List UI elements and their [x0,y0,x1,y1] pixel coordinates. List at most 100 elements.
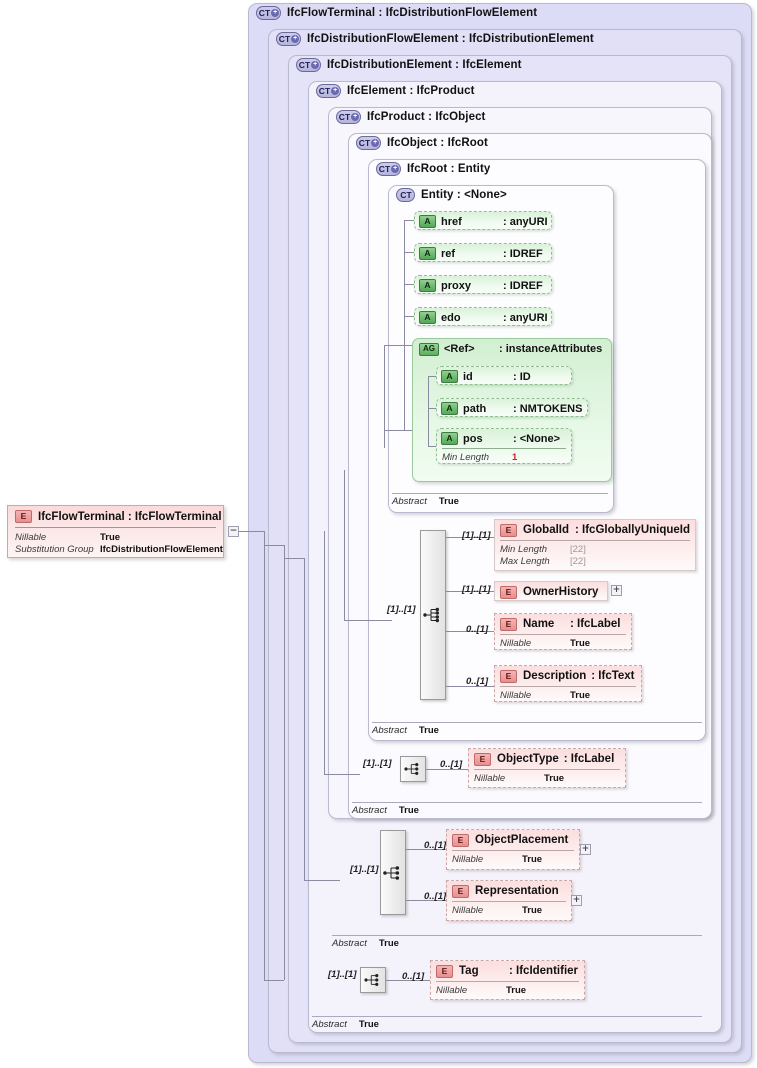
abstract-key: Abstract [312,1019,347,1030]
connector [446,537,494,538]
element-icon: E [474,752,491,766]
container-title: IfcDistributionFlowElement : IfcDistribu… [307,33,594,45]
connector [344,620,392,621]
facet-list: Nillable True Substitution Group IfcDist… [15,527,223,557]
connector [446,631,494,632]
connector [404,430,414,431]
expand-button-objectplacement[interactable]: + [580,844,591,855]
sequence-icon [383,865,400,880]
attribute-ref[interactable]: A ref : IDREF [414,243,552,262]
facet-list: Nillable True [500,686,636,703]
container-heading-ifcproduct[interactable]: CT+ IfcProduct : IfcObject [336,110,486,124]
attribute-type: : anyURI [503,311,548,324]
collapse-button-root[interactable]: − [228,526,239,537]
connector [284,545,285,980]
element-icon: E [500,669,517,683]
container-heading-ifcflowterminal[interactable]: CT+ IfcFlowTerminal : IfcDistributionFlo… [256,6,537,20]
element-name-label: Name [523,618,555,630]
container-heading-ifcdistributionflowelement[interactable]: CT+ IfcDistributionFlowElement : IfcDist… [276,32,594,46]
expand-button-representation[interactable]: + [571,895,582,906]
occurrence-label-objectplacement: 0..[1] [424,840,447,851]
connector [304,880,340,881]
connector [284,558,304,559]
sequence-compositor-ifcproduct[interactable] [380,830,406,915]
attribute-proxy[interactable]: A proxy : IDREF [414,275,552,294]
attribute-href[interactable]: A href : anyURI [414,211,552,230]
facet-row: Min Length [22] [500,543,690,555]
attribute-name: pos [463,432,483,445]
container-title: IfcProduct : IfcObject [367,111,486,123]
facet-value: True [522,904,543,916]
element-objectplacement[interactable]: E ObjectPlacement Nillable True [446,829,580,870]
expand-button-ownerhistory[interactable]: + [611,585,622,596]
facet-value: True [570,637,591,649]
attribute-pos[interactable]: A pos : <None> Min Length 1 [436,428,572,464]
complextype-expand-icon[interactable]: CT+ [376,162,401,176]
facet-key: Nillable [500,689,532,701]
sequence-compositor-ifcobject[interactable] [400,756,426,782]
complextype-expand-icon[interactable]: CT+ [316,84,341,98]
facet-row: Max Length [22] [500,555,690,567]
element-name: Representation [475,885,559,897]
element-representation[interactable]: E Representation Nillable True [446,880,572,921]
facet-key: Nillable [452,904,484,916]
container-title: IfcElement : IfcProduct [347,85,475,97]
occurrence-label-ifcelement-sequence: [1]..[1] [328,969,357,980]
connector [404,220,414,221]
connector [404,252,414,253]
complextype-expand-icon[interactable]: CT+ [276,32,301,46]
container-heading-ifcelement[interactable]: CT+ IfcElement : IfcProduct [316,84,475,98]
element-name: GlobalId [523,524,569,536]
attribute-edo[interactable]: A edo : anyURI [414,307,552,326]
connector [404,220,405,430]
container-heading-ifcobject[interactable]: CT+ IfcObject : IfcRoot [356,136,488,150]
facet-key: Nillable [474,772,506,784]
element-tag[interactable]: E Tag : IfcIdentifier Nillable True [430,960,585,1000]
root-element-title: IfcFlowTerminal : IfcFlowTerminal [38,510,222,523]
abstract-key: Abstract [392,496,427,507]
connector [384,430,404,431]
container-title: IfcRoot : Entity [407,163,491,175]
facet-value: 1 [512,451,518,463]
facet-key: Min Length [500,543,548,555]
complextype-expand-icon[interactable]: CT+ [256,6,281,20]
element-ownerhistory[interactable]: E OwnerHistory [494,581,608,601]
complextype-expand-icon[interactable]: CT+ [336,110,361,124]
container-heading-entity[interactable]: CT Entity : <None> [396,188,507,202]
element-icon: E [500,585,517,599]
facet-key: Nillable [436,984,468,996]
complextype-icon[interactable]: CT [396,188,415,202]
occurrence-label-ifcproduct-sequence: [1]..[1] [350,864,379,875]
sequence-compositor-ifcroot[interactable] [420,530,446,700]
attribute-path[interactable]: A path : NMTOKENS [436,398,588,417]
complextype-expand-icon[interactable]: CT+ [296,58,321,72]
attribute-group-icon: AG [419,342,439,356]
attribute-name: ref [441,247,456,260]
attribute-type: : <None> [513,432,561,445]
element-name: Tag [459,965,479,977]
attribute-id[interactable]: A id : ID [436,366,572,385]
connector [428,376,436,377]
element-icon: E [500,523,517,537]
element-icon: E [452,884,469,898]
abstract-key: Abstract [372,725,407,736]
connector [406,900,446,901]
element-objecttype[interactable]: E ObjectType : IfcLabel Nillable True [468,748,626,788]
facet-row: Nillable True [452,904,566,916]
facet-row: Substitution Group IfcDistributionFlowEl… [15,543,223,555]
connector [304,558,305,880]
connector [264,531,265,980]
complextype-expand-icon[interactable]: CT+ [356,136,381,150]
sequence-compositor-ifcelement[interactable] [360,967,386,993]
occurrence-label-ownerhistory: [1]..[1] [462,584,491,595]
container-heading-ifcdistributionelement[interactable]: CT+ IfcDistributionElement : IfcElement [296,58,522,72]
container-heading-ifcroot[interactable]: CT+ IfcRoot : Entity [376,162,490,176]
element-description[interactable]: E Description : IfcText Nillable True [494,665,642,702]
root-element-ifcflowterminal[interactable]: E IfcFlowTerminal : IfcFlowTerminal Nill… [7,505,224,558]
element-globalid[interactable]: E GlobalId : IfcGloballyUniqueId Min Len… [494,519,696,571]
connector [239,531,264,532]
element-name[interactable]: E Name : IfcLabel Nillable True [494,613,632,650]
facet-value: True [100,531,121,543]
occurrence-label-ifcobject-sequence: [1]..[1] [363,758,392,769]
